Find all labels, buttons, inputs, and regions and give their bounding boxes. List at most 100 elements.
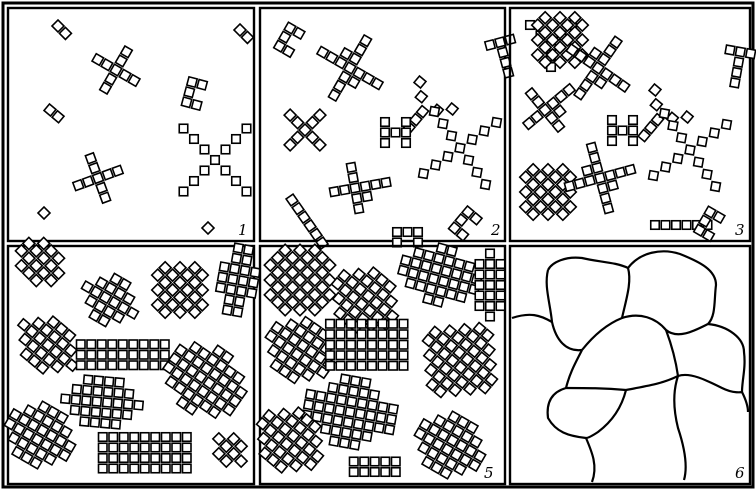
crystal-cell [486, 312, 495, 321]
crystal-cell [441, 266, 451, 276]
crystal-cell [338, 385, 348, 395]
crystal-cell [329, 187, 339, 197]
crystal-cell [414, 76, 426, 88]
crystal-cell [172, 433, 181, 442]
crystal-cell [87, 361, 96, 370]
crystal-cluster [509, 68, 588, 146]
crystal-cell [595, 173, 605, 183]
crystal-cell [605, 170, 615, 180]
crystal-cell [408, 268, 418, 278]
crystal-cell [362, 431, 372, 441]
crystal-cell [102, 169, 113, 180]
crystal-cell [92, 397, 101, 406]
crystal-cell [378, 351, 387, 360]
crystal-cluster [82, 36, 151, 105]
crystal-cell [183, 464, 192, 473]
crystal-cell [589, 153, 599, 163]
crystal-cell [192, 100, 202, 110]
crystal-cell [350, 468, 359, 477]
crystal-cell [355, 409, 365, 419]
crystal-cell [226, 285, 236, 295]
crystal-cell [232, 135, 241, 144]
crystal-cluster [202, 222, 214, 234]
crystal-cell [120, 454, 129, 463]
crystal-cell [115, 378, 124, 387]
crystal-cell [323, 414, 333, 424]
grain-boundary [628, 251, 716, 324]
crystal-cell [399, 362, 408, 371]
crystal-cell [472, 167, 482, 177]
crystal-cell [582, 165, 592, 175]
crystal-cell [393, 228, 402, 237]
crystal-cell [140, 340, 149, 349]
crystal-cell [447, 131, 457, 141]
crystal-cell [90, 418, 99, 427]
crystal-cell [83, 176, 94, 187]
crystal-cell [120, 433, 129, 442]
crystal-cell [108, 351, 117, 360]
crystal-cell [70, 406, 79, 415]
crystal-cell [244, 245, 254, 255]
crystal-cell [112, 409, 121, 418]
crystal-cell [608, 126, 617, 135]
crystal-cell [82, 396, 91, 405]
panel-5-label: 5 [484, 464, 494, 482]
crystal-cell [368, 341, 377, 350]
crystal-cell [347, 397, 357, 407]
crystal-cell [352, 430, 362, 440]
crystal-cell [129, 361, 138, 370]
crystal-cell [495, 37, 505, 47]
crystal-cell [381, 128, 390, 137]
crystal-cell [140, 361, 149, 370]
crystal-cell [388, 404, 398, 414]
crystal-cell [343, 417, 353, 427]
crystal-cell [481, 180, 491, 190]
crystal-cell [392, 468, 401, 477]
crystal-cell [328, 383, 338, 393]
crystal-cell [661, 162, 671, 172]
crystal-cell [81, 406, 90, 415]
panel-1-crystals [38, 20, 253, 234]
crystal-cell [402, 128, 411, 137]
crystal-cell [444, 256, 454, 266]
grain-boundary [742, 392, 748, 412]
crystal-cell [109, 443, 118, 452]
crystal-cluster [274, 22, 305, 57]
crystal-cell [711, 182, 721, 192]
grain-boundary [566, 350, 582, 388]
crystal-cell [200, 145, 209, 154]
crystal-cluster [419, 107, 502, 190]
crystal-cell [702, 169, 712, 179]
crystal-cell [224, 295, 234, 305]
crystal-cell [249, 278, 259, 288]
crystal-cell [437, 243, 447, 253]
crystal-cell [431, 160, 441, 170]
crystal-cluster [77, 340, 170, 370]
crystal-cell [221, 166, 230, 175]
crystal-cell [381, 139, 390, 148]
crystal-cell [202, 222, 214, 234]
crystal-cell [77, 361, 86, 370]
crystal-cell [734, 57, 744, 67]
panel-1: 1 [8, 8, 254, 241]
crystal-cell [475, 302, 484, 311]
crystal-cell [87, 351, 96, 360]
crystal-cell [99, 464, 108, 473]
crystal-cell [625, 165, 635, 175]
crystal-cell [108, 340, 117, 349]
crystal-cell [722, 120, 732, 130]
crystal-cluster [38, 207, 50, 219]
crystal-cell [651, 221, 660, 230]
crystal-cell [433, 297, 443, 307]
crystal-cell [391, 128, 400, 137]
crystal-cell [585, 176, 595, 186]
crystal-cluster [402, 302, 518, 418]
crystal-cell [389, 351, 398, 360]
crystal-cell [431, 263, 441, 273]
crystal-cell [162, 464, 171, 473]
crystal-cell [496, 281, 505, 290]
crystal-cell [98, 351, 107, 360]
crystal-cell [389, 362, 398, 371]
crystal-cell [350, 457, 359, 466]
crystal-cell [371, 468, 380, 477]
